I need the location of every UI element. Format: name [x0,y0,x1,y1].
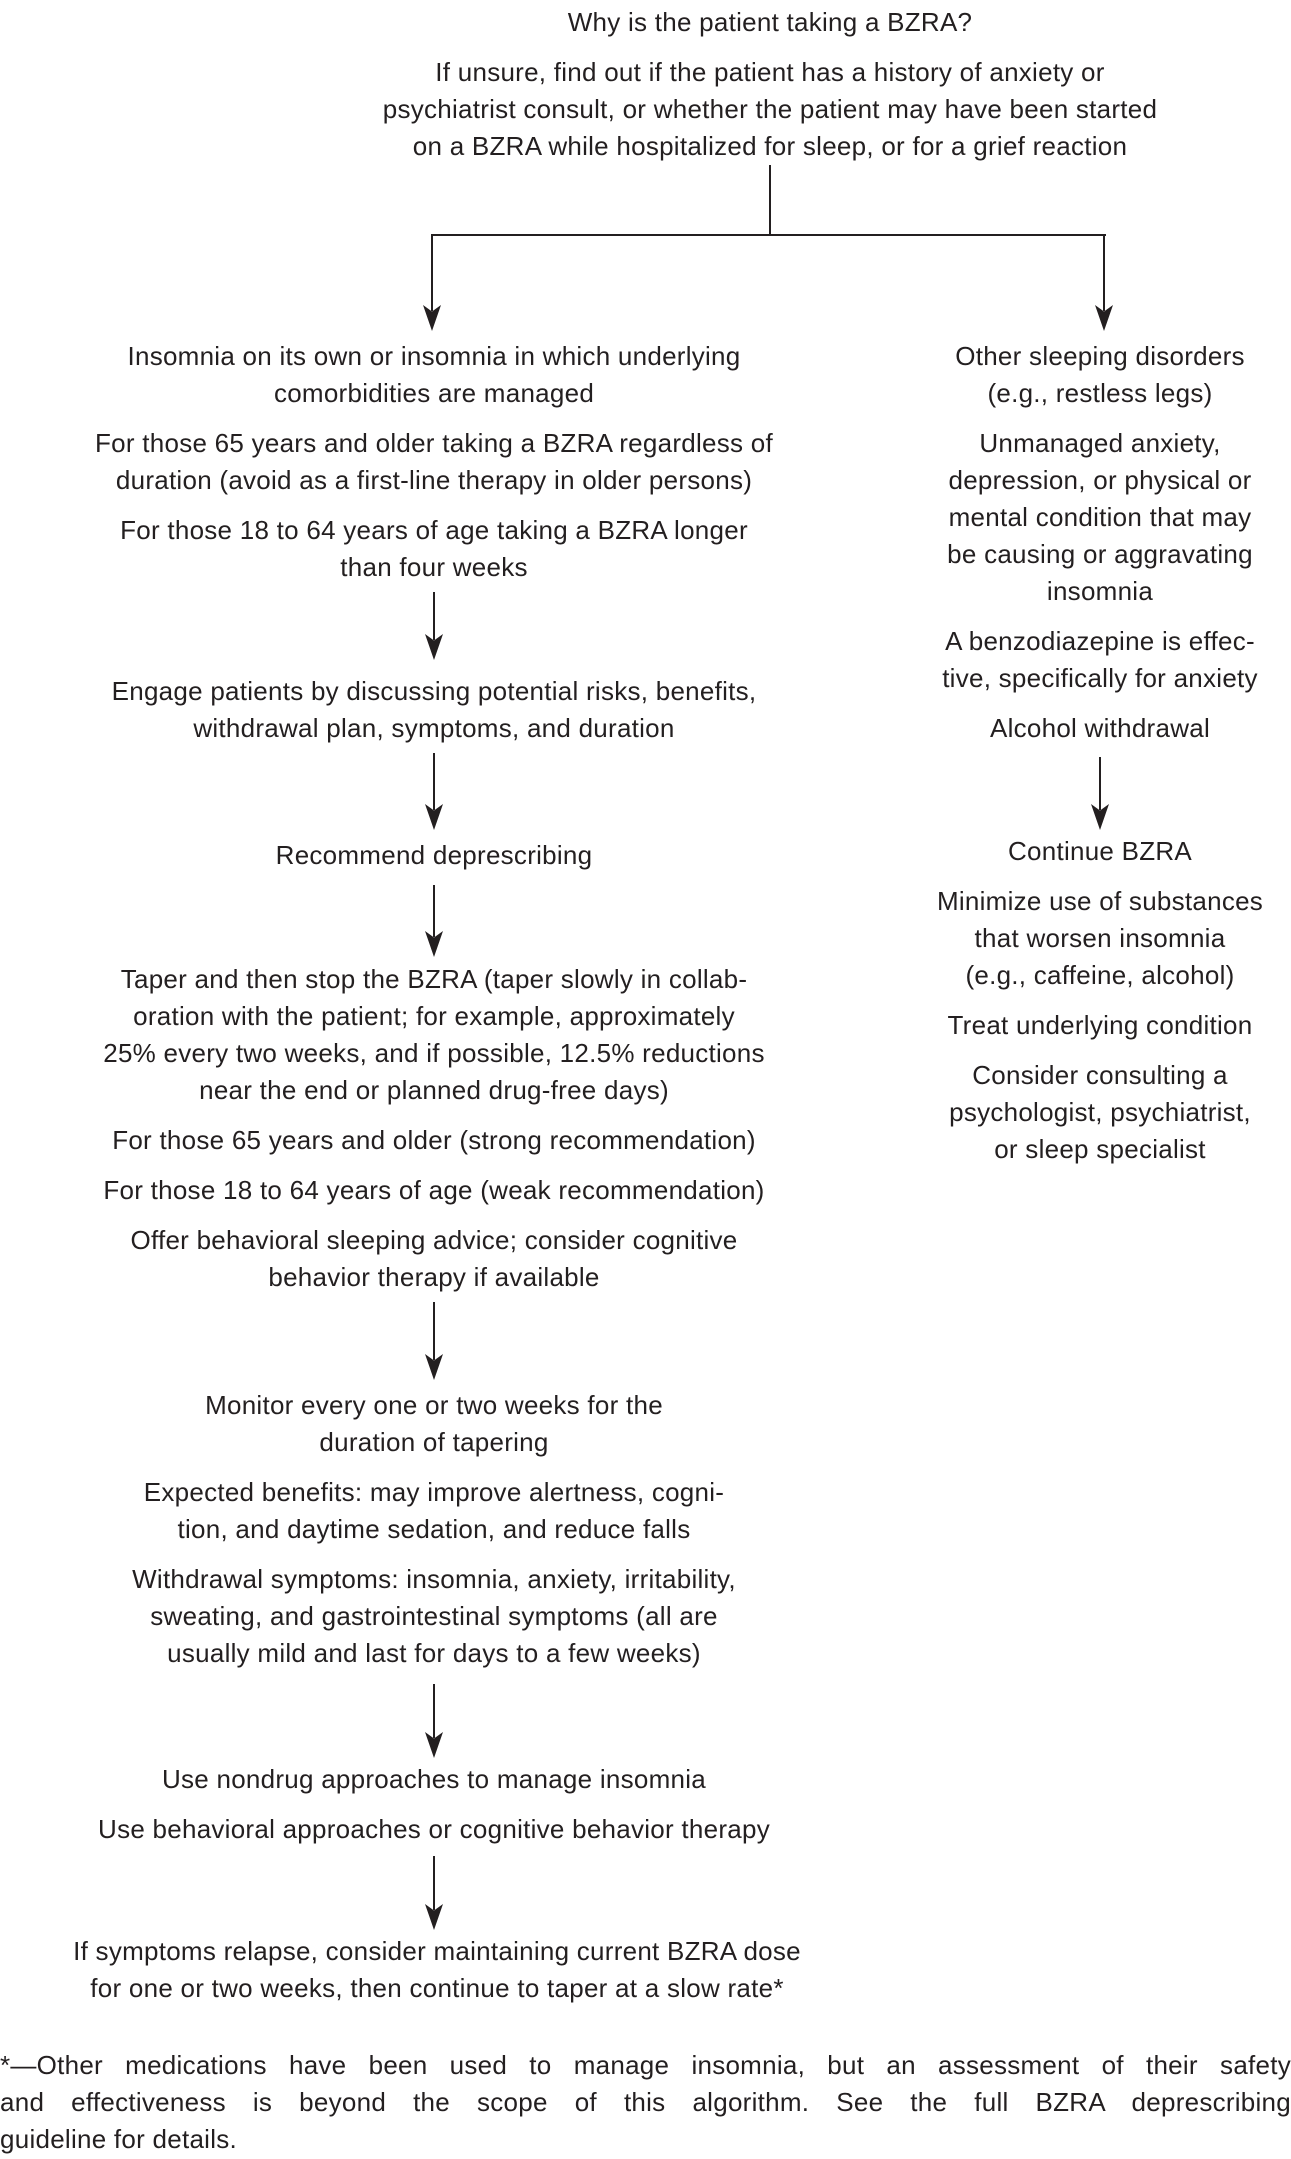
monitor-para: Expected benefits: may improve alertness… [143,1477,725,1544]
continue-para: Consider consulting a psychologist, psyc… [949,1060,1251,1164]
indication-para: Insomnia on its own or insomnia in which… [127,341,741,408]
block-monitor: Monitor every one or two weeks for the d… [39,1387,829,1672]
connector-stem [769,165,771,235]
arrow-to-engage [425,592,443,660]
block-nondrug: Use nondrug approaches to manage insomni… [39,1761,829,1848]
engage-para: Engage patients by discussing potential … [111,676,757,743]
connector-crossbar [431,234,1106,236]
other-causes-para: Unmanaged anxiety, depression, or physic… [947,428,1253,606]
block-engage: Engage patients by discussing potential … [39,673,829,747]
relapse-para: If symptoms relapse, consider maintainin… [73,1936,801,2003]
question-title: Why is the patient taking a BZRA? [567,7,973,37]
indication-para: For those 65 years and older taking a BZ… [95,428,773,495]
nondrug-para: Use behavioral approaches or cognitive b… [98,1814,770,1844]
other-causes-para: Alcohol withdrawal [989,713,1210,743]
continue-para: Treat underlying condition [947,1010,1253,1040]
other-causes-para: Other sleeping disorders (e.g., restless… [955,341,1245,408]
block-taper: Taper and then stop the BZRA (taper slow… [39,961,829,1296]
footnote-line: guideline for details. [0,2124,237,2154]
branch-left-arrow [423,235,441,331]
taper-para: Taper and then stop the BZRA (taper slow… [103,964,765,1105]
taper-para: For those 65 years and older (strong rec… [112,1125,756,1155]
arrow-to-monitor [425,1302,443,1380]
monitor-para: Withdrawal symptoms: insomnia, anxiety, … [132,1564,736,1668]
block-recommend: Recommend deprescribing [39,837,829,874]
arrow-to-recommend [425,753,443,830]
footnote-line: and effectiveness is beyond the scope of… [0,2087,1291,2117]
monitor-para: Monitor every one or two weeks for the d… [205,1390,663,1457]
question-intro: If unsure, find out if the patient has a… [382,57,1158,161]
indication-para: For those 18 to 64 years of age taking a… [120,515,748,582]
arrow-to-relapse [425,1856,443,1930]
footnote: *—Other medications have been used to ma… [0,2047,1291,2158]
recommend-para: Recommend deprescribing [275,840,593,870]
other-causes-para: A benzodiazepine is effec- tive, specifi… [942,626,1258,693]
block-relapse: If symptoms relapse, consider maintainin… [0,1933,874,2007]
continue-para: Minimize use of substances that worsen i… [936,886,1264,990]
footnote-line: *—Other medications have been used to ma… [0,2050,1291,2080]
block-other-causes: Other sleeping disorders (e.g., restless… [905,338,1291,747]
taper-para: Offer behavioral sleeping advice; consid… [130,1225,738,1292]
block-indication: Insomnia on its own or insomnia in which… [39,338,829,586]
arrow-to-continue [1091,757,1109,830]
taper-para: For those 18 to 64 years of age (weak re… [103,1175,765,1205]
continue-para: Continue BZRA [1007,836,1193,866]
question-block: Why is the patient taking a BZRA? If uns… [300,4,1240,165]
nondrug-para: Use nondrug approaches to manage insomni… [161,1764,706,1794]
arrow-to-nondrug [425,1684,443,1758]
branch-right-arrow [1095,235,1113,331]
arrow-to-taper [425,885,443,957]
block-continue-bzra: Continue BZRA Minimize use of substances… [905,833,1291,1168]
